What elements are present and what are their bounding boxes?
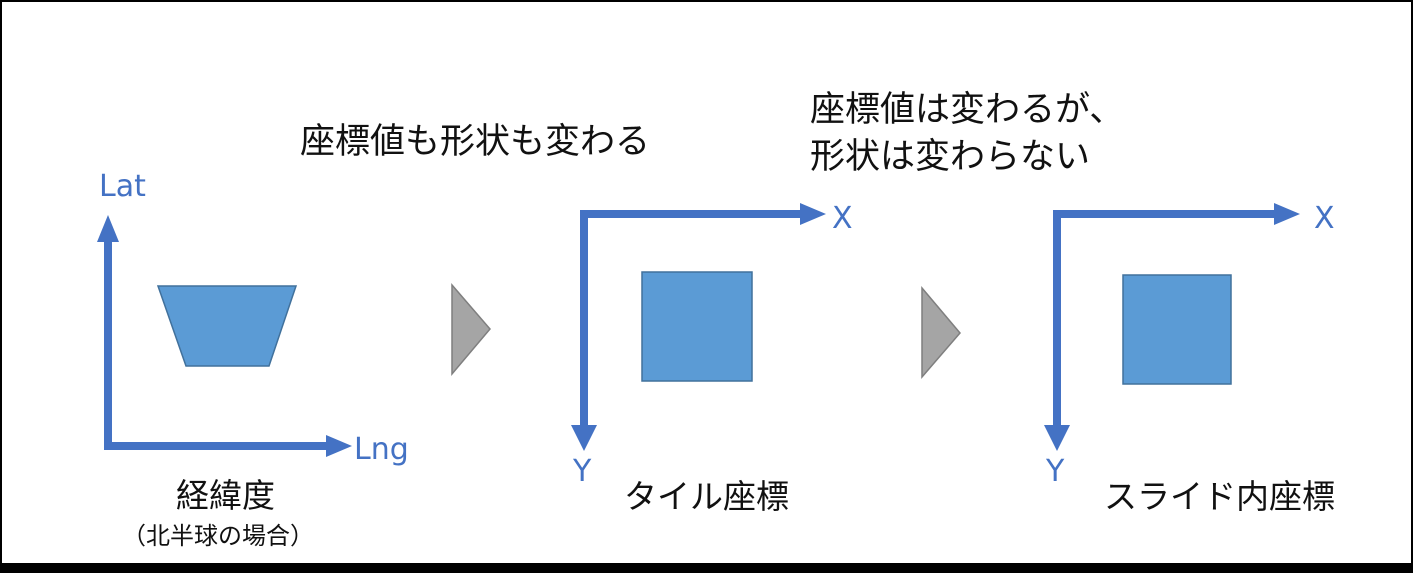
- trapezoid-shape: [156, 285, 298, 367]
- transition-arrow-icon: [451, 282, 491, 377]
- slide-x-arrowhead-icon: [1274, 203, 1300, 225]
- slide-y-arrowhead-icon: [1044, 425, 1070, 451]
- slide-y-axis-label: Y: [1046, 454, 1065, 489]
- slide-axes: [1044, 203, 1300, 451]
- slide-square-shape: [1122, 274, 1232, 385]
- tile-y-arrowhead-icon: [571, 425, 597, 451]
- heading-left: 座標値も形状も変わる: [300, 122, 651, 162]
- heading-right-line1: 座標値は変わるが、: [810, 90, 1125, 130]
- tile-caption: タイル座標: [624, 477, 789, 516]
- lat-axis-label: Lat: [99, 169, 146, 204]
- heading-right-line2: 形状は変わらない: [810, 137, 1091, 177]
- latlng-subcaption: （北半球の場合）: [122, 522, 314, 550]
- tile-x-axis-label: X: [832, 201, 853, 236]
- tile-y-axis-label: Y: [573, 454, 592, 489]
- slide-caption: スライド内座標: [1104, 477, 1335, 516]
- tile-square-shape: [641, 271, 753, 382]
- diagram-graphics: [97, 203, 1300, 457]
- transition-arrow-icon: [921, 285, 961, 380]
- lng-arrowhead-icon: [326, 435, 352, 457]
- slide-x-axis-label: X: [1314, 201, 1335, 236]
- latlng-caption: 経緯度: [176, 476, 275, 515]
- lat-arrowhead-icon: [97, 215, 119, 242]
- tile-axes: [571, 203, 826, 451]
- latlng-axes: [97, 215, 352, 457]
- diagram-canvas: 座標値も形状も変わる 座標値は変わるが、 形状は変わらない Lat Lng 経緯…: [2, 2, 1411, 563]
- tile-x-arrowhead-icon: [800, 203, 826, 225]
- lng-axis-label: Lng: [354, 432, 409, 467]
